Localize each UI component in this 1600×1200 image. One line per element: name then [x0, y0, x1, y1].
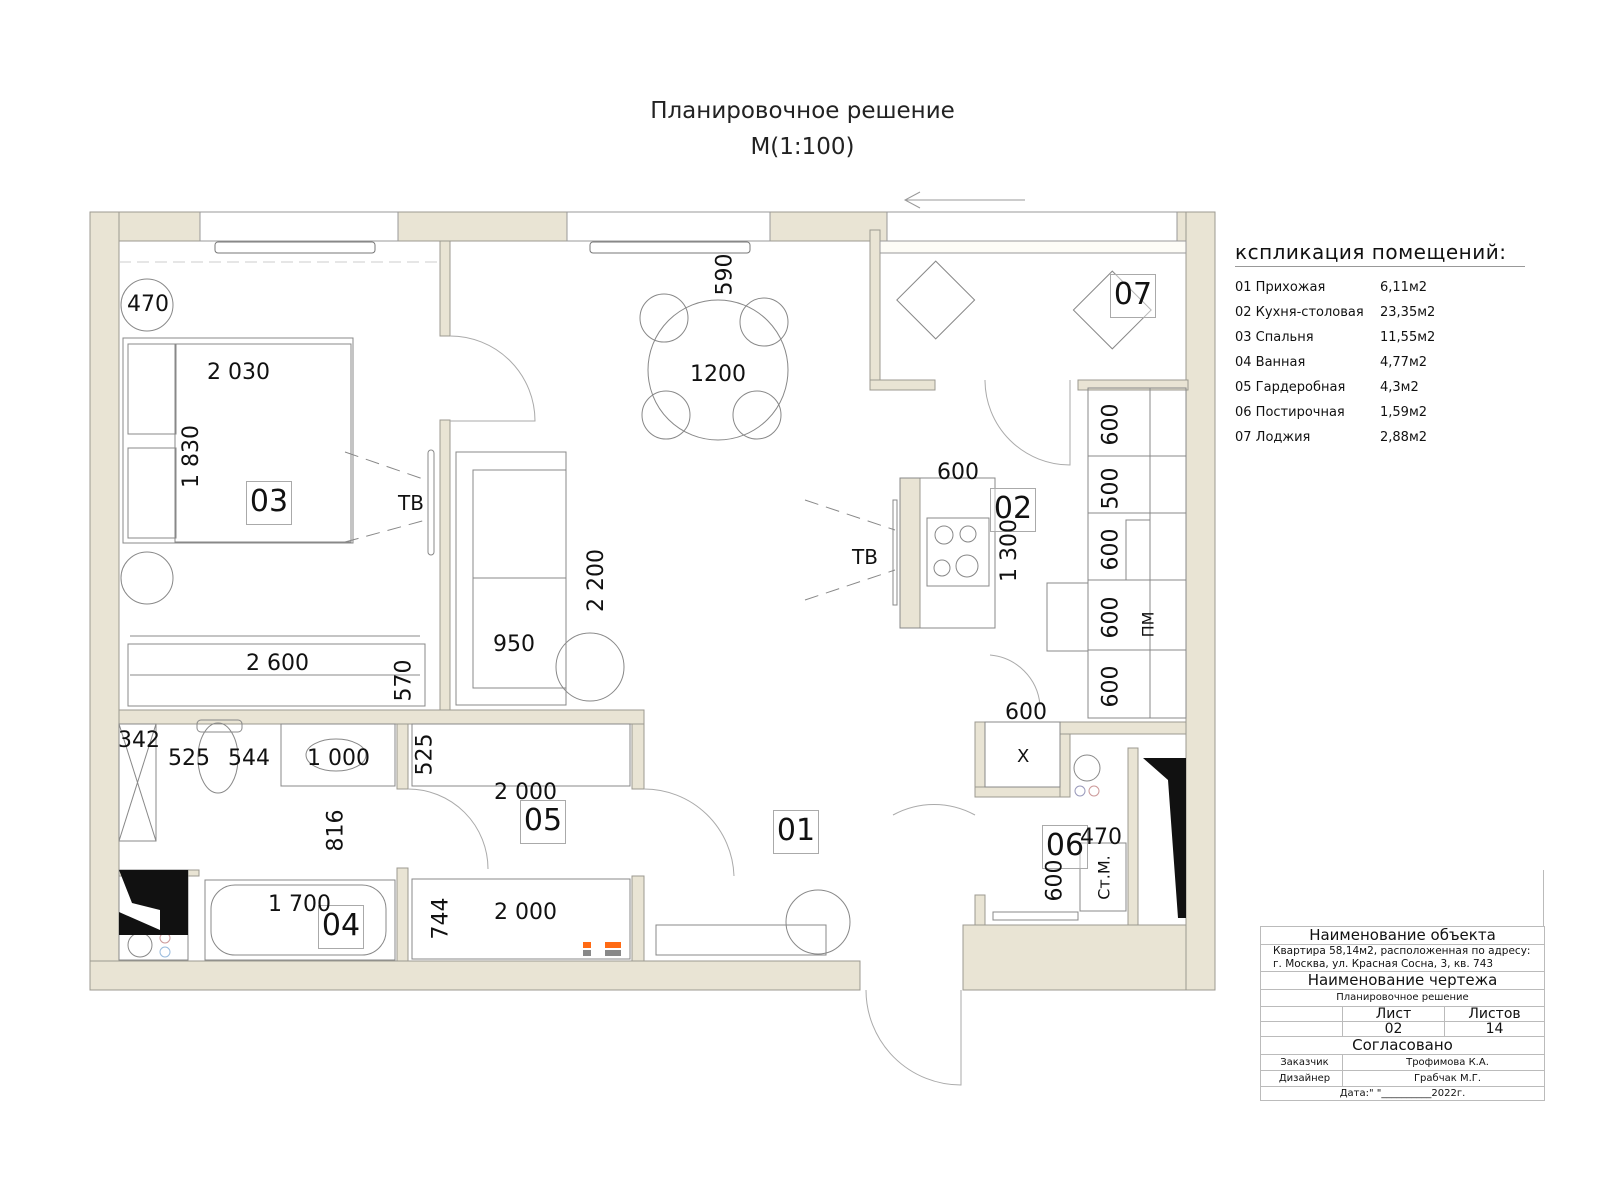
- dim-sink-width: 1 000: [307, 746, 370, 771]
- client-value: Трофимова К.А.: [1406, 1057, 1489, 1068]
- object-description: Квартира 58,14м2, расположенная по адрес…: [1261, 945, 1544, 972]
- title-block: Наименование объекта Квартира 58,14м2, р…: [1260, 926, 1545, 1101]
- dim-table-diam: 1200: [690, 362, 746, 387]
- tv-label-bedroom: ТВ: [398, 491, 424, 515]
- dim-kitchen-3: 600: [1098, 528, 1124, 571]
- drawing-scale: М(1:100): [750, 134, 855, 160]
- washer-label: Ст.М.: [1094, 855, 1114, 900]
- drawing-title: Планировочное решение: [650, 98, 955, 124]
- drawing-name: Планировочное решение: [1261, 990, 1544, 1007]
- dishwasher-label: ПМ: [1138, 611, 1158, 638]
- dim-island-length: 1 300: [996, 519, 1022, 582]
- dim-wardrobe-bottom: 2 000: [494, 900, 557, 925]
- sheet-values: 02 14: [1261, 1022, 1544, 1037]
- fridge-label: Х: [1017, 746, 1030, 767]
- legend-room-area: 4,77м2: [1380, 355, 1428, 370]
- legend-row: 01 Прихожая 6,11м2: [1235, 275, 1525, 300]
- room-tag-06: 06: [1042, 825, 1088, 869]
- legend-room-area: 4,3м2: [1380, 380, 1419, 395]
- legend-room-name: 03 Спальня: [1235, 330, 1314, 345]
- title-block-border: [1543, 870, 1544, 926]
- legend-title: кспликация помещений:: [1235, 240, 1525, 267]
- sheet-labels: Лист Листов: [1261, 1007, 1544, 1022]
- legend-room-area: 11,55м2: [1380, 330, 1436, 345]
- designer-value: Грабчак М.Г.: [1413, 1073, 1482, 1084]
- legend-room-name: 04 Ванная: [1235, 355, 1306, 370]
- legend-room-name: 02 Кухня-столовая: [1235, 305, 1364, 320]
- dim-wardrobe-bed: 2 600: [246, 651, 309, 676]
- object-header: Наименование объекта: [1261, 927, 1544, 945]
- dim-bath-816: 816: [323, 809, 349, 852]
- dim-tub-length: 1 700: [268, 892, 331, 917]
- dim-470-top: 470: [127, 292, 169, 317]
- legend-row: 06 Постирочная 1,59м2: [1235, 400, 1525, 425]
- room-tag-02: 02: [990, 488, 1036, 532]
- sheet-blank: [1261, 1007, 1343, 1021]
- client-row: Заказчик Трофимова К.А.: [1261, 1055, 1544, 1071]
- dim-wardrobe-top: 2 000: [494, 780, 557, 805]
- dim-laundry-470: 470: [1080, 825, 1122, 850]
- object-line-1: Квартира 58,14м2, расположенная по адрес…: [1273, 945, 1531, 957]
- approved-header: Согласовано: [1261, 1037, 1544, 1055]
- legend-row: 07 Лоджия 2,88м2: [1235, 425, 1525, 450]
- sheet-value: 02: [1343, 1022, 1445, 1036]
- dim-wardrobe-bed-depth: 570: [391, 659, 417, 702]
- legend-room-area: 23,35м2: [1380, 305, 1436, 320]
- dim-bed-length: 1 830: [178, 425, 204, 488]
- legend-room-area: 6,11м2: [1380, 280, 1428, 295]
- dim-kitchen-5: 600: [1098, 665, 1124, 708]
- dim-island-width: 600: [937, 460, 979, 485]
- room-tag-05: 05: [520, 800, 566, 844]
- dim-fridge-width: 600: [1005, 700, 1047, 725]
- room-tag-04: 04: [318, 905, 364, 949]
- legend-room-name: 06 Постирочная: [1235, 405, 1345, 420]
- dim-wardrobe-525: 525: [412, 733, 438, 776]
- dim-kitchen-1: 600: [1098, 403, 1124, 446]
- room-tag-01: 01: [773, 810, 819, 854]
- designer-label: Дизайнер: [1261, 1071, 1343, 1086]
- sheets-value: 14: [1485, 1021, 1504, 1037]
- dim-laundry-600: 600: [1042, 859, 1068, 902]
- sheet-blank: [1261, 1022, 1343, 1036]
- sheet-label: Лист: [1343, 1007, 1445, 1021]
- drawing-header: Наименование чертежа: [1261, 972, 1544, 990]
- object-line-2: г. Москва, ул. Красная Сосна, 3, кв. 743: [1273, 958, 1494, 970]
- client-label: Заказчик: [1261, 1055, 1343, 1070]
- legend-row: 05 Гардеробная 4,3м2: [1235, 375, 1525, 400]
- legend-room-name: 05 Гардеробная: [1235, 380, 1346, 395]
- room-tag-03: 03: [246, 481, 292, 525]
- date-row: Дата:" "__________2022г.: [1339, 1088, 1466, 1099]
- dim-bath-544: 544: [228, 746, 270, 771]
- dim-bath-525: 525: [168, 746, 210, 771]
- legend-room-area: 1,59м2: [1380, 405, 1428, 420]
- dim-kitchen-2: 500: [1098, 467, 1124, 510]
- legend-room-area: 2,88м2: [1380, 430, 1428, 445]
- legend-row: 04 Ванная 4,77м2: [1235, 350, 1525, 375]
- legend-room-name: 07 Лоджия: [1235, 430, 1311, 445]
- dim-sofa-length: 2 200: [583, 549, 609, 612]
- dim-bed-width: 2 030: [207, 360, 270, 385]
- legend-room-name: 01 Прихожая: [1235, 280, 1326, 295]
- tv-label-living: ТВ: [852, 545, 878, 569]
- legend-row: 03 Спальня 11,55м2: [1235, 325, 1525, 350]
- dim-wardrobe-744: 744: [428, 897, 454, 940]
- dim-window-table: 590: [712, 253, 738, 296]
- dim-sofa-depth: 950: [493, 632, 535, 657]
- legend-row: 02 Кухня-столовая 23,35м2: [1235, 300, 1525, 325]
- sheets-label: Листов: [1468, 1006, 1521, 1022]
- room-tag-07: 07: [1110, 274, 1156, 318]
- dim-bath-342: 342: [118, 728, 160, 753]
- dim-kitchen-4: 600: [1098, 596, 1124, 639]
- designer-row: Дизайнер Грабчак М.Г.: [1261, 1071, 1544, 1087]
